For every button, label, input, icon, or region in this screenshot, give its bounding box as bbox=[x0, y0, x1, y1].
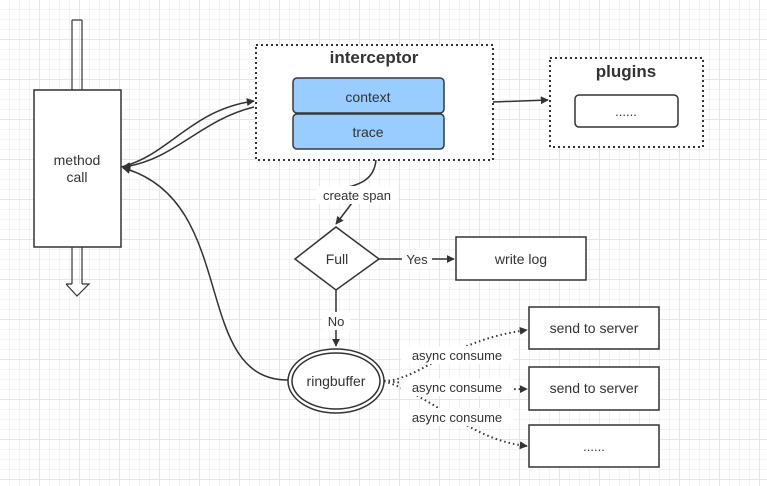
plugins-item-box[interactable] bbox=[574, 94, 679, 128]
edge-interceptor-to-method bbox=[122, 106, 255, 170]
async-label-3: async consume bbox=[412, 410, 502, 425]
server-node-3[interactable]: ...... bbox=[528, 424, 660, 468]
yes-label-bg bbox=[402, 250, 432, 268]
server-node-1[interactable]: send to server bbox=[528, 306, 660, 350]
plugins-item-label: ...... bbox=[615, 104, 637, 119]
server-3-label: ...... bbox=[583, 439, 605, 454]
method-call-node[interactable]: method call bbox=[33, 89, 122, 248]
no-label: No bbox=[328, 314, 345, 329]
plugins-node[interactable]: plugins ...... bbox=[549, 57, 704, 148]
edge-hidden bbox=[123, 101, 254, 167]
ringbuffer-node[interactable]: ringbuffer bbox=[287, 348, 385, 414]
server-node-2[interactable]: send to server bbox=[528, 366, 660, 411]
interceptor-title: interceptor bbox=[330, 48, 419, 67]
full-decision-label: Full bbox=[326, 251, 349, 267]
method-call-label-line2: call bbox=[66, 169, 87, 185]
method-call-label-line1: method bbox=[54, 152, 101, 168]
server-1-label: send to server bbox=[550, 320, 639, 336]
create-span-label-bg bbox=[316, 186, 398, 204]
yes-label: Yes bbox=[406, 252, 428, 267]
full-decision-node[interactable]: Full bbox=[293, 226, 381, 291]
server-2-label: send to server bbox=[550, 380, 639, 396]
async-label-2: async consume bbox=[412, 380, 502, 395]
ringbuffer-label: ringbuffer bbox=[307, 373, 366, 389]
async-label-1: async consume bbox=[412, 348, 502, 363]
interceptor-node[interactable]: interceptor context trace bbox=[255, 44, 494, 161]
create-span-label: create span bbox=[323, 188, 391, 203]
write-log-node[interactable]: write log bbox=[455, 236, 587, 281]
context-box[interactable] bbox=[292, 77, 445, 114]
call-flow-arrow bbox=[65, 19, 91, 297]
edge-interceptor-to-plugins bbox=[492, 96, 549, 105]
async-label-1-bg bbox=[401, 346, 513, 364]
edge-method-to-interceptor bbox=[120, 98, 255, 168]
context-label: context bbox=[345, 89, 390, 105]
trace-box[interactable] bbox=[292, 113, 445, 150]
no-label-bg bbox=[322, 312, 350, 330]
async-label-3-bg bbox=[401, 408, 513, 426]
async-label-2-bg bbox=[401, 378, 513, 396]
write-log-label: write log bbox=[494, 251, 547, 267]
edge-ringbuffer-to-method bbox=[122, 166, 289, 381]
edge-to-decision bbox=[335, 202, 353, 225]
plugins-title: plugins bbox=[596, 62, 656, 81]
edge-interceptor-down bbox=[344, 159, 377, 189]
trace-label: trace bbox=[352, 124, 383, 140]
